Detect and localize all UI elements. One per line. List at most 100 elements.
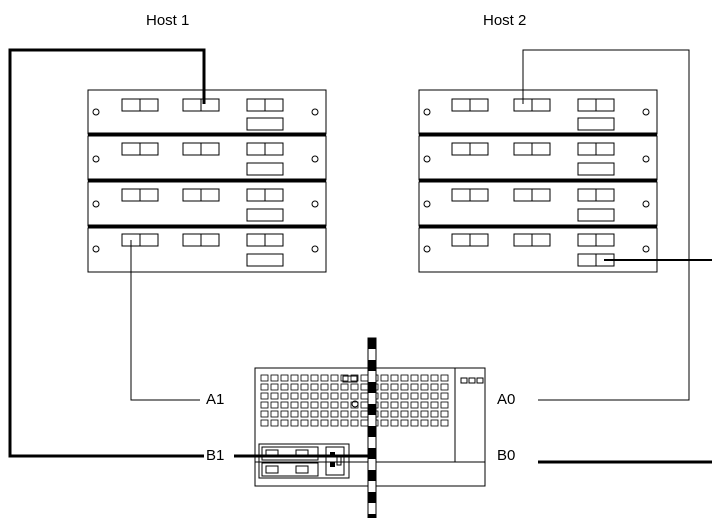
drive-bay [320, 392, 329, 400]
port-b0-label: B0 [497, 447, 516, 464]
drive-bay [400, 374, 409, 382]
drive-bay [410, 419, 419, 427]
drive-bay [310, 410, 319, 418]
host-1-drawer-3 [87, 181, 327, 228]
drive-bay [400, 392, 409, 400]
drive-bay [350, 374, 359, 382]
drive-bay [260, 401, 269, 409]
drive-bay [280, 419, 289, 427]
drive-bay [260, 374, 269, 382]
drive-bay [420, 392, 429, 400]
drive-bay [420, 410, 429, 418]
drive-bay [430, 383, 439, 391]
drive-bay [300, 374, 309, 382]
drive-bay [380, 383, 389, 391]
drive-bay [410, 392, 419, 400]
drive-bay [380, 401, 389, 409]
host-1-drawer-4 [87, 227, 327, 273]
rail-segment [368, 360, 376, 371]
drive-bay [260, 410, 269, 418]
drive-bay [400, 419, 409, 427]
drive-bay [300, 410, 309, 418]
rail-segment [368, 338, 376, 349]
drive-bay [270, 419, 279, 427]
cable-host1-b1 [8, 48, 206, 458]
host-2-drawer-1 [418, 89, 658, 136]
drive-bay [310, 392, 319, 400]
drive-bay [420, 374, 429, 382]
drive-bay [320, 419, 329, 427]
host-1-drawer-2 [87, 135, 327, 182]
drive-bay [270, 383, 279, 391]
drive-bay [290, 419, 299, 427]
drive-bay [390, 383, 399, 391]
drive-bay [280, 401, 289, 409]
drive-bay [280, 383, 289, 391]
drive-bay [400, 410, 409, 418]
rack-rail [367, 337, 377, 523]
drive-bay [320, 383, 329, 391]
port-a0-label: A0 [497, 391, 516, 408]
status-indicator-icon [460, 377, 484, 384]
drive-bay [310, 419, 319, 427]
drive-bay [340, 392, 349, 400]
drive-bay [340, 410, 349, 418]
drive-bay [320, 374, 329, 382]
drive-bay [430, 410, 439, 418]
cable-host2-a0 [522, 49, 690, 401]
drive-bay [380, 419, 389, 427]
drive-bay [340, 374, 349, 382]
drive-bay [430, 374, 439, 382]
drive-bay [430, 392, 439, 400]
drive-bay [350, 419, 359, 427]
drive-bay [410, 410, 419, 418]
drive-bay [260, 383, 269, 391]
drive-bay [290, 401, 299, 409]
drive-bay [270, 374, 279, 382]
drive-bay [410, 374, 419, 382]
drive-bay [330, 410, 339, 418]
rail-segment [368, 448, 376, 459]
drive-bay [260, 419, 269, 427]
drive-bay [270, 410, 279, 418]
drive-bay [390, 410, 399, 418]
drive-bay [320, 410, 329, 418]
drive-bay [310, 374, 319, 382]
drive-bay [420, 383, 429, 391]
host-1-chassis [87, 89, 327, 273]
drive-bay [380, 374, 389, 382]
drive-bay [440, 401, 449, 409]
drive-bay [410, 383, 419, 391]
drive-bay [290, 410, 299, 418]
drive-bay [390, 419, 399, 427]
drive-bay [270, 401, 279, 409]
rail-segment [368, 404, 376, 415]
drive-bay [340, 419, 349, 427]
host-1-label: Host 1 [146, 12, 190, 29]
drive-bay [260, 392, 269, 400]
drive-bay [440, 419, 449, 427]
drive-bay [280, 410, 289, 418]
host-2-chassis [418, 89, 658, 273]
rail-segment [368, 514, 376, 523]
drive-bay [320, 401, 329, 409]
drive-bay [290, 392, 299, 400]
drive-bay [290, 374, 299, 382]
drive-bay [350, 410, 359, 418]
drive-bay [340, 383, 349, 391]
drive-bay [430, 419, 439, 427]
drive-bay [280, 392, 289, 400]
drive-bay [300, 392, 309, 400]
drive-bay [280, 374, 289, 382]
drive-bay [380, 392, 389, 400]
port-a1-label: A1 [206, 391, 225, 408]
drive-bay [390, 401, 399, 409]
drive-bay [400, 383, 409, 391]
drive-bay [270, 392, 279, 400]
drive-bay [440, 383, 449, 391]
drive-bay [420, 401, 429, 409]
drive-bay [440, 410, 449, 418]
drive-bay [340, 401, 349, 409]
